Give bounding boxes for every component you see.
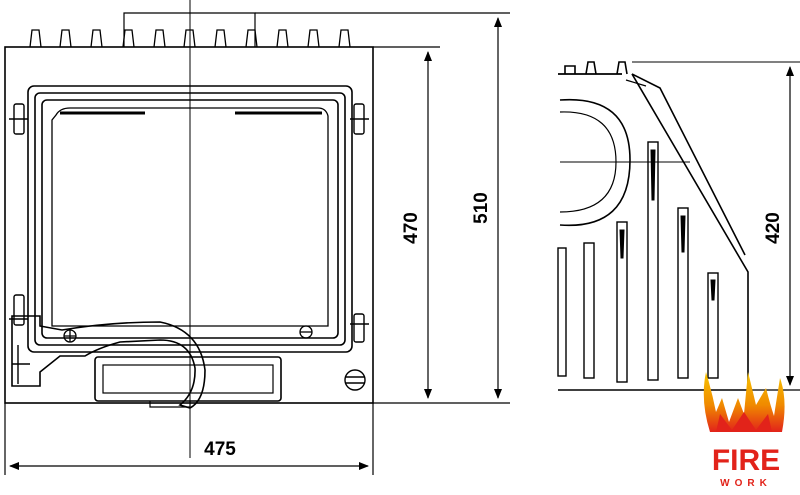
logo-word-fire: FIRE [712, 444, 780, 477]
dim-label-470: 470 [401, 212, 422, 244]
air-control-knob [344, 369, 366, 391]
door-knobs [63, 325, 313, 343]
logo-word-work: WORK [720, 478, 772, 489]
side-profile [558, 73, 749, 391]
side-view [557, 61, 800, 391]
door-hinges [9, 103, 369, 343]
front-outer-frame [4, 46, 374, 404]
side-grate-highlights [619, 149, 716, 301]
door-handle [11, 315, 206, 409]
side-door-slope [631, 73, 746, 256]
door-glass [51, 107, 329, 327]
front-view [4, 0, 374, 458]
dim-label-420: 420 [763, 212, 784, 244]
flame-icon [703, 372, 785, 432]
side-air-opening [559, 98, 631, 227]
dim-label-475: 475 [204, 439, 236, 460]
ash-drawer [94, 356, 282, 402]
dimension-lines [4, 12, 800, 475]
dim-label-510: 510 [471, 192, 492, 224]
side-nozzles [564, 61, 628, 75]
firework-logo: FIRE WORK [703, 372, 785, 489]
top-nozzles [29, 29, 351, 48]
side-grate-bars [557, 141, 719, 383]
